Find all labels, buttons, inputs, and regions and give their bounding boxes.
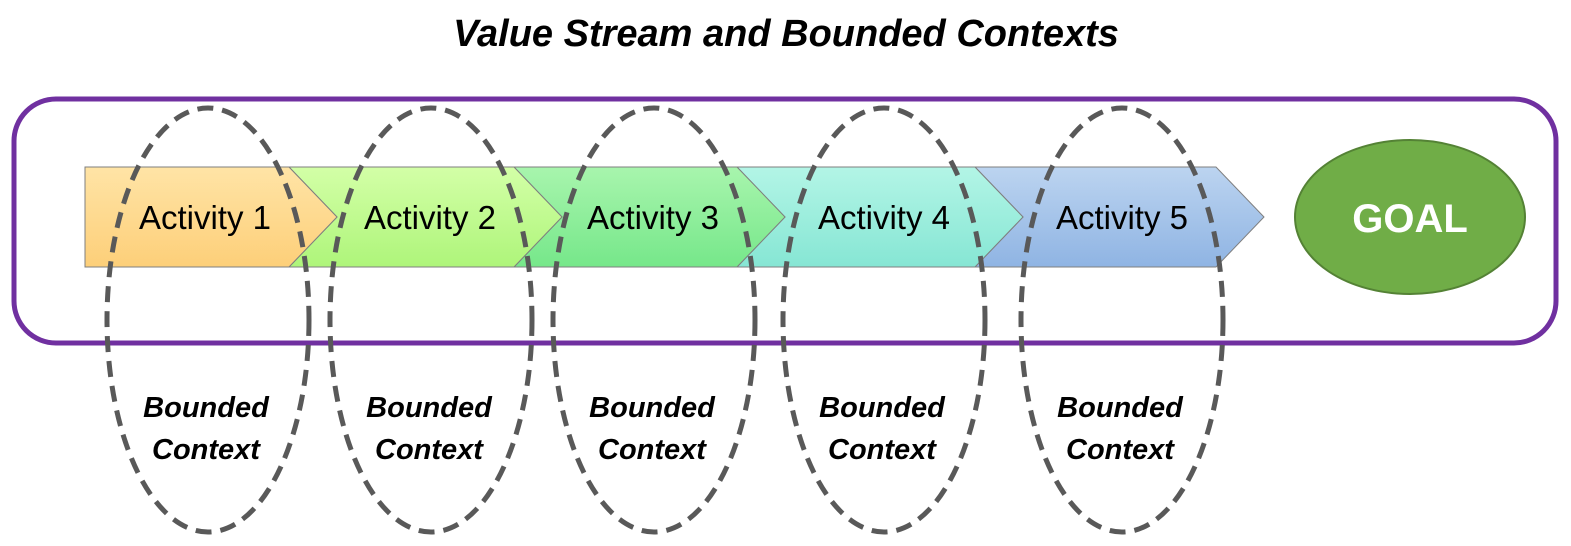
- bounded-context-label-line1-1: Bounded: [143, 392, 270, 424]
- bounded-context-label-line2-2: Context: [375, 434, 484, 466]
- bounded-context-label-line1-3: Bounded: [589, 392, 716, 424]
- bounded-context-label-line1-5: Bounded: [1057, 392, 1184, 424]
- bounded-context-label-line2-3: Context: [598, 434, 707, 466]
- bounded-context-ellipse-2: [327, 105, 535, 535]
- activity-label-3: Activity 3: [587, 199, 719, 236]
- diagram-title: Value Stream and Bounded Contexts: [453, 13, 1119, 55]
- goal-ellipse: [1294, 139, 1526, 295]
- bounded-context-label-line1-2: Bounded: [366, 392, 493, 424]
- bounded-context-label-line2-4: Context: [828, 434, 937, 466]
- activity-chevron-1: [84, 166, 338, 268]
- bounded-context-ellipse-5: [1018, 105, 1226, 535]
- activity-label-1: Activity 1: [139, 199, 271, 236]
- bounded-context-label-line2-1: Context: [152, 434, 261, 466]
- activity-label-4: Activity 4: [818, 199, 950, 236]
- bounded-context-label-line2-5: Context: [1066, 434, 1175, 466]
- activity-label-5: Activity 5: [1056, 199, 1188, 236]
- bounded-context-ellipse-3: [550, 105, 758, 535]
- bounded-context-ellipse-1: [104, 105, 312, 535]
- goal-label: GOAL: [1352, 197, 1468, 241]
- bounded-context-label-line1-4: Bounded: [819, 392, 946, 424]
- bounded-context-ellipse-4: [780, 105, 988, 535]
- activity-chevrons: Activity 1 Activity 2 Activity 3 Activity 4…: [84, 166, 1265, 268]
- activity-label-2: Activity 2: [364, 199, 496, 236]
